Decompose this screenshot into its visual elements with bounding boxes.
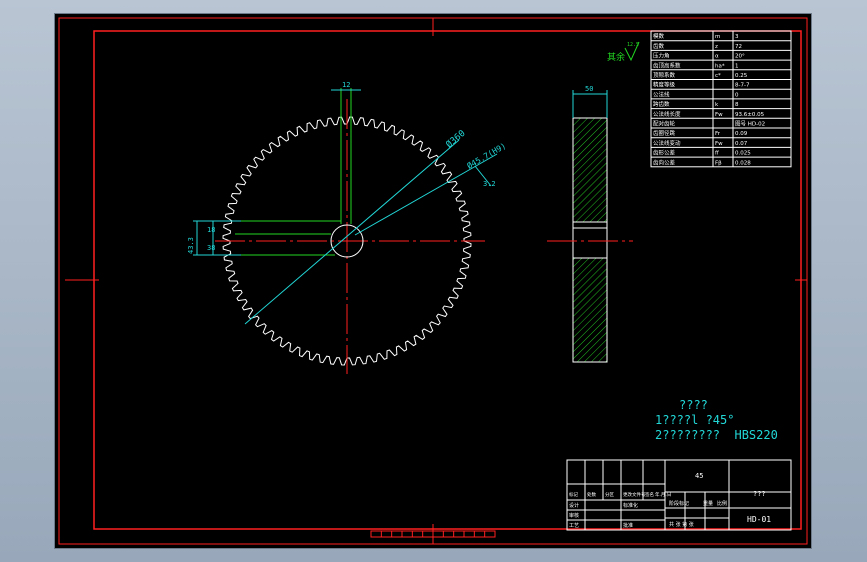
title-row-process: 工艺: [569, 523, 579, 529]
param-table-cell: 3: [735, 34, 739, 40]
param-table-cell: 1: [735, 63, 739, 69]
param-table-cell: 齿形公差: [653, 149, 676, 157]
param-table-cell: 0.028: [735, 160, 751, 166]
param-table-cell: 图号 HD-02: [735, 120, 765, 128]
param-table-cell: k: [715, 102, 719, 108]
title-weight-label: 重量: [703, 500, 713, 507]
param-table-cell: 配对齿轮: [653, 120, 676, 128]
section-bore: [572, 221, 608, 259]
param-table-cell: α: [715, 54, 719, 60]
section-lower-hatch: [572, 257, 608, 363]
roughness-label: 其余: [607, 51, 625, 63]
gear-bore: [330, 224, 364, 258]
dim-pitch-diameter: Ø45.7(H9): [465, 140, 508, 170]
title-material: 45: [695, 472, 703, 480]
param-table-cell: 齿顶高系数: [653, 61, 681, 69]
param-table-cell: 公法线变动: [653, 139, 681, 147]
param-table-cell: 齿圈径跳: [653, 129, 676, 137]
title-sheet-label: 共 张 第 张: [669, 521, 694, 528]
param-table-cell: 模数: [653, 32, 665, 40]
inner-border: [93, 30, 802, 530]
title-header-label: 标记: [569, 491, 578, 498]
dim-key-left-a: 43.3: [187, 237, 195, 254]
title-header-label: 年.月.日: [655, 491, 671, 498]
drawing-canvas[interactable]: 12 Ø360 Ø45.7(H9) 3.2 43.3 38 18: [55, 14, 811, 548]
param-table-cell: Fr: [715, 131, 721, 137]
cad-viewport[interactable]: 12 Ø360 Ø45.7(H9) 3.2 43.3 38 18: [55, 14, 811, 548]
roughness-symbol: 其余 12.5: [607, 41, 640, 63]
param-table-cell: 0.07: [735, 141, 748, 147]
param-table-cell: 8: [735, 102, 739, 108]
title-stage-label: 阶段标记: [669, 500, 689, 507]
param-table-cell: 0.025: [735, 151, 751, 157]
param-table-cell: ff: [715, 151, 719, 157]
title-block-headers: 标记 处数 分区 更改文件号签名年.月.日: [569, 491, 671, 498]
notes-line-2: 2???????? HBS220: [655, 428, 778, 442]
param-table-cell: 8-7-7: [735, 83, 750, 89]
gear-side-view[interactable]: 50: [547, 85, 633, 363]
title-block: 45 ??? HD-01 阶段标记 重量 比例 共 张 第 张 标准化 批准 设…: [566, 459, 792, 531]
title-scale-label: 比例: [717, 500, 727, 507]
param-table-cell: 20°: [735, 54, 745, 60]
param-table-cell: 齿向公差: [653, 158, 676, 166]
bottom-scale-ruler: [370, 530, 496, 538]
param-table-cell: 72: [735, 44, 742, 50]
roughness-value: 12.5: [627, 42, 639, 48]
title-drawing-number: HD-01: [747, 515, 771, 524]
dim-outer-diameter: Ø360: [444, 128, 468, 150]
outer-border: [58, 17, 808, 545]
title-part-name: ???: [753, 490, 766, 498]
param-table-cell: 公法线: [653, 90, 670, 98]
dim-width-top: 12: [342, 81, 350, 89]
gear-parameter-table: 模数 m 3 齿数 z 72 压力角 α 20° 齿顶高系数 ha* 1 顶隙系数 c* 0.25 精度等级 8…: [650, 30, 792, 168]
title-header-label: 分区: [605, 491, 614, 498]
face-width-dim: 50: [585, 85, 593, 93]
title-approve-label: 批准: [623, 522, 633, 529]
notes-title: ????: [679, 398, 708, 412]
param-table-cell: 公法线长度: [653, 110, 681, 118]
param-table-cell: 0: [735, 92, 739, 98]
param-table-cell: 齿数: [653, 42, 665, 50]
param-table-cell: Fw: [715, 112, 723, 118]
title-header-label: 签名: [645, 491, 654, 498]
title-row-review: 审核: [569, 512, 579, 519]
param-table-cell: z: [715, 44, 718, 50]
param-table-cell: 0.25: [735, 73, 748, 79]
title-row-design: 设计: [569, 502, 579, 509]
dim-key-left-b: 38: [207, 244, 215, 252]
param-table-cell: m: [715, 34, 720, 40]
param-table-cell: ha*: [715, 63, 725, 69]
param-table-cell: 顶隙系数: [653, 71, 676, 79]
title-header-label: 处数: [587, 491, 596, 498]
param-table-cell: 压力角: [653, 52, 670, 60]
param-table-cell: Fw: [715, 141, 723, 147]
leader-pitch-diameter: [354, 153, 498, 236]
gear-front-view[interactable]: 12 Ø360 Ø45.7(H9) 3.2 43.3 38 18: [187, 81, 508, 374]
dim-key-left-c: 18: [207, 226, 215, 234]
param-table-cell: Fβ: [715, 160, 722, 166]
param-table-cell: c*: [715, 73, 721, 79]
section-upper-hatch: [572, 117, 608, 223]
param-table-cell: 0.09: [735, 131, 748, 137]
title-header-label: 更改文件号: [623, 491, 646, 498]
leader-outer-diameter: [244, 139, 460, 325]
roughness-check-icon: [624, 41, 640, 62]
notes-line-1: 1????l ?45°: [655, 413, 735, 427]
param-table-cell: 精度等级: [653, 81, 676, 89]
dim-chamfer: 3.2: [483, 180, 496, 188]
param-table-cell: 跨齿数: [653, 100, 670, 108]
param-table-cell: 93.6±0.05: [735, 112, 765, 118]
leader-chamfer: [474, 165, 492, 187]
title-std-label: 标准化: [623, 502, 638, 509]
